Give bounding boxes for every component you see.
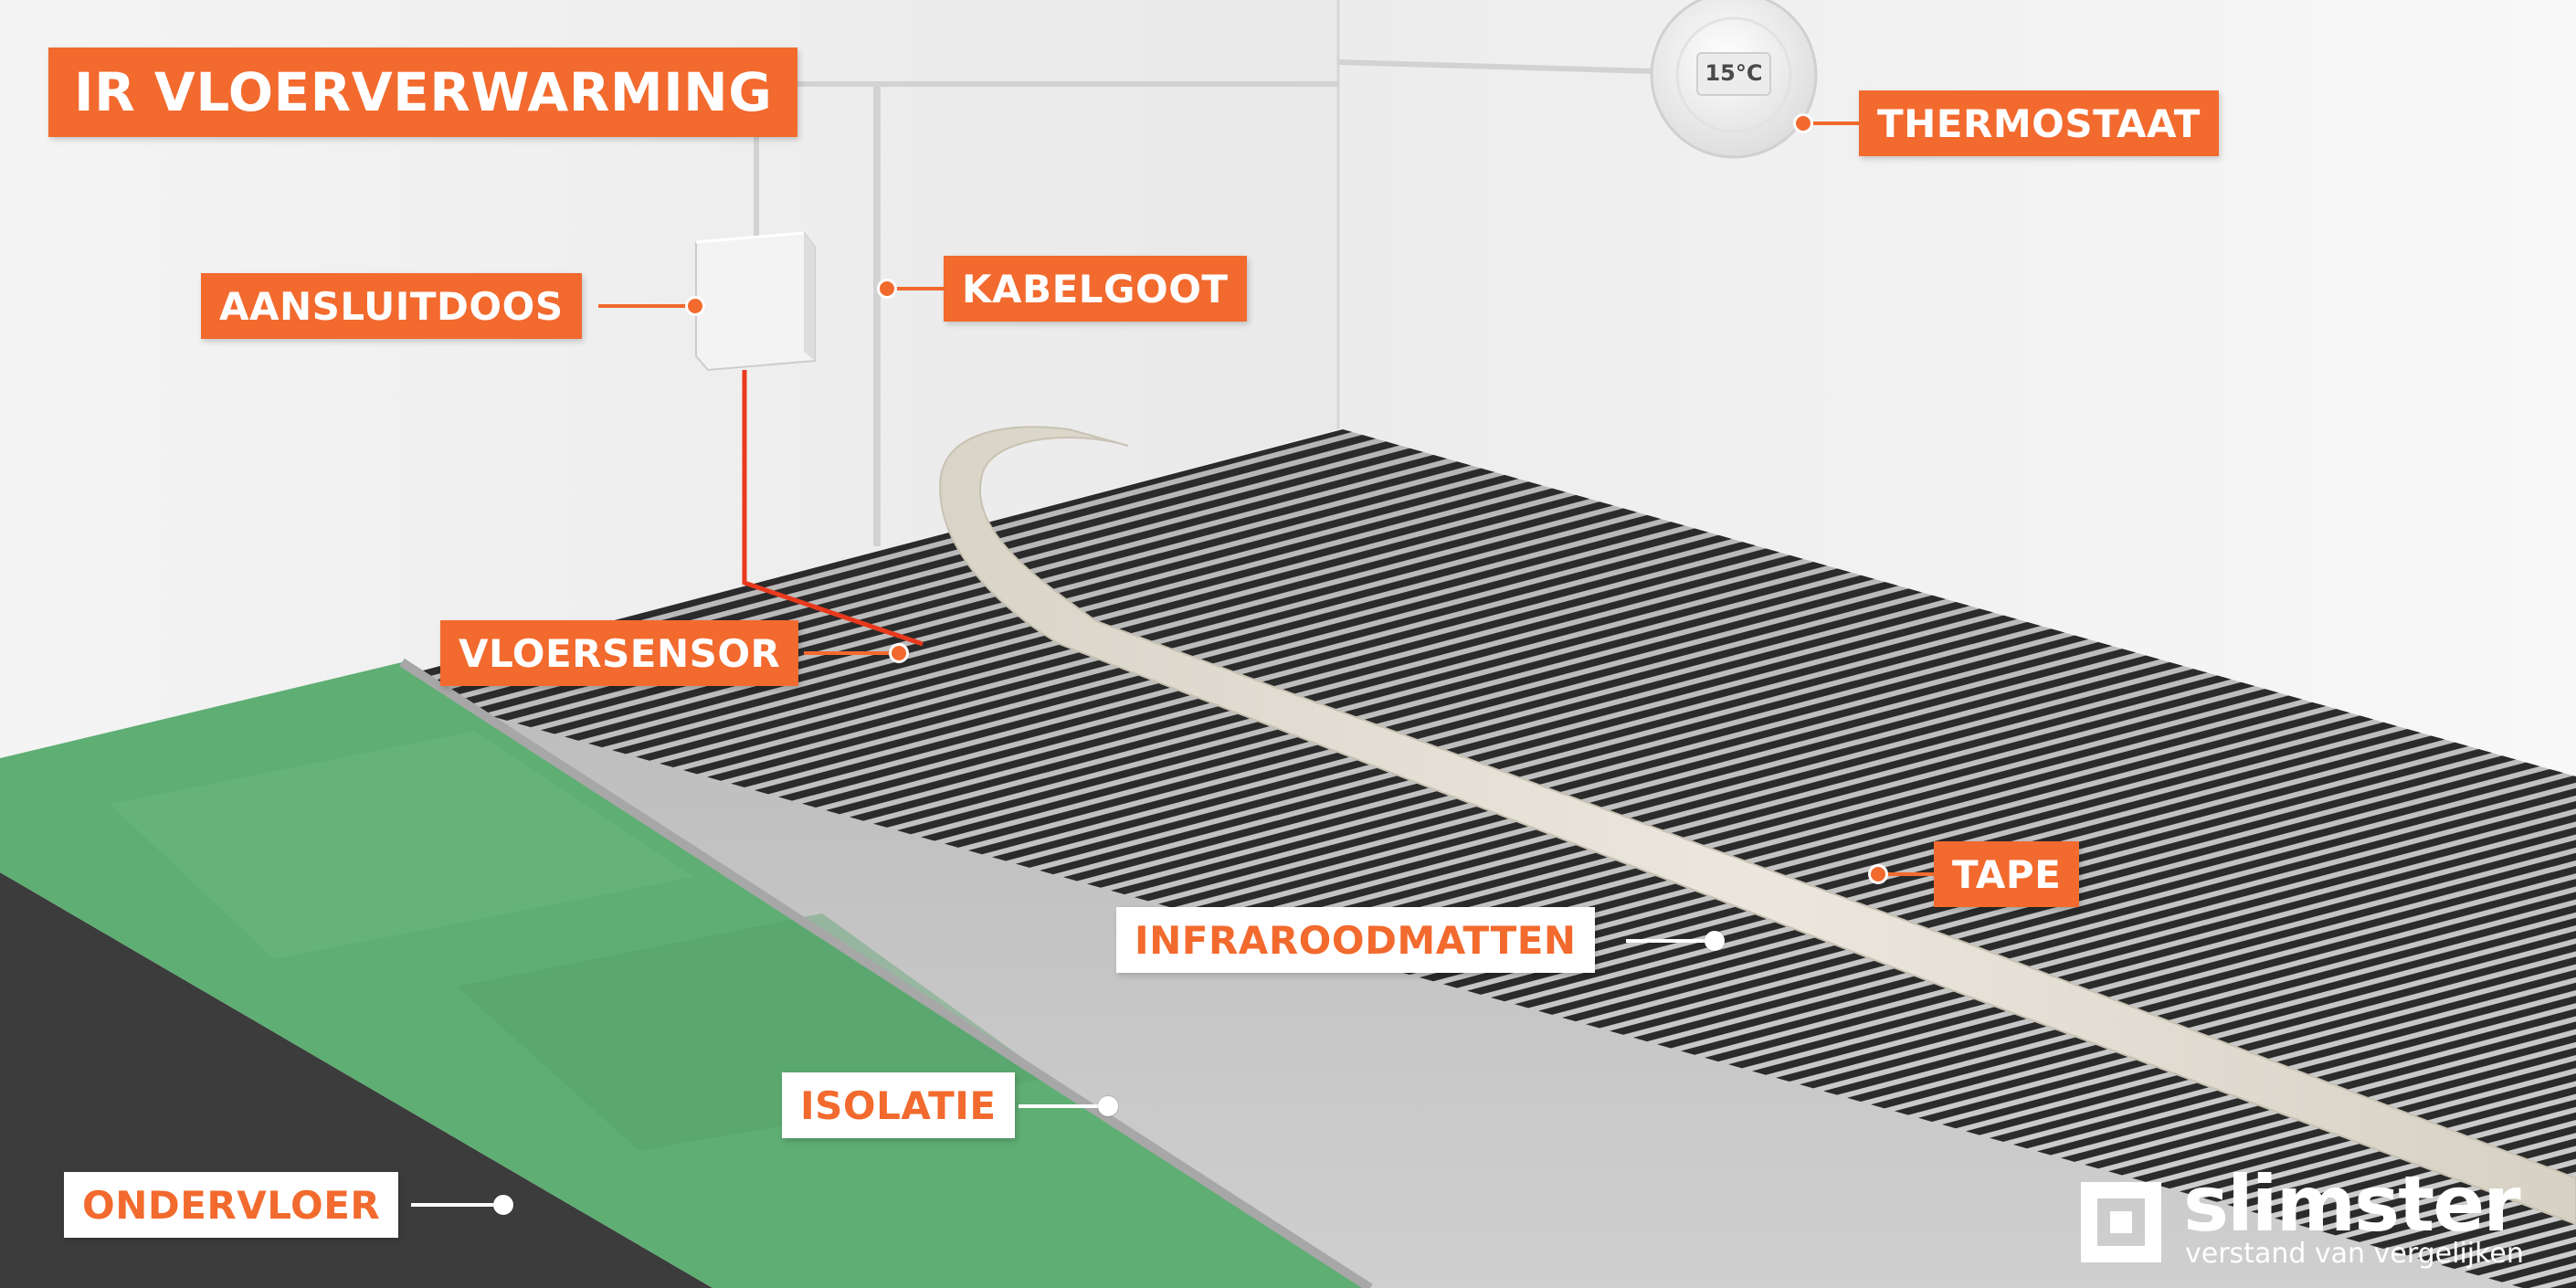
mat-stripe [1610,429,2576,1035]
mat-stripe [1491,429,2576,1002]
thermostat-display: 15°C [1705,60,1763,86]
insulation-dot [1098,1096,1118,1116]
mat-stripe [470,429,2576,714]
thermostat-label: THERMOSTAAT [1859,90,2219,156]
mat-stripe [1918,489,2576,1122]
cable-duct-dot [877,279,897,299]
mat-stripe [1657,429,2576,1049]
mat-stripe [1942,495,2576,1129]
wall-cable [1337,59,1654,74]
mat-stripe [1633,429,2576,1042]
subfloor-dot [493,1195,513,1215]
insulation-label: ISOLATIE [782,1072,1015,1138]
mat-stripe [541,429,2576,734]
mat-stripe [1586,429,2576,1029]
insulation-leader-line [1019,1104,1110,1108]
mat-stripe [1823,462,2576,1095]
brand-tagline: verstand van vergelijken [2185,1238,2524,1270]
thermostat-leader-line [1804,121,1861,125]
mat-stripe [1467,429,2576,995]
mat-stripe [1443,429,2576,988]
junction-box-dot [685,296,705,316]
junction-box [695,231,816,372]
mat-stripe [1515,429,2576,1008]
mat-stripe [1728,435,2576,1069]
mat-stripe [1420,429,2576,982]
subfloor-label: ONDERVLOER [64,1172,399,1238]
mat-stripe [1752,442,2576,1075]
sensor-cable [742,370,924,647]
floor-sensor-label: VLOERSENSOR [440,620,799,686]
cable-duct-leader-line [886,287,945,290]
insulation-layer [0,662,1370,1288]
thermostat-dot [1793,113,1813,133]
mat-stripe [1966,502,2576,1135]
insulation-edge [399,658,1373,1288]
tape-roll [939,426,2576,1226]
mat-stripe [1847,469,2576,1103]
mat-stripe [1562,429,2576,1022]
mat-stripe [422,429,2576,701]
title-label: IR VLOERVERWARMING [48,48,798,137]
tape-leader-line [1882,872,1937,876]
mat-stripe [1396,429,2576,975]
infrared-mats-label: INFRAROODMATTEN [1116,907,1595,973]
mat-stripe [446,429,2576,708]
mat-stripe [1776,449,2576,1082]
floor-sensor-dot [889,643,909,663]
tape-label: TAPE [1934,841,2080,907]
mat-stripe [1800,455,2576,1089]
infrared-mats-dot [1705,931,1725,951]
junction-box-leader-line [598,304,699,308]
mat-stripe [565,429,2576,741]
right-wall [1338,0,2576,776]
subfloor-leader-line [411,1203,502,1207]
left-wall [0,0,1338,758]
tape-dot [1868,864,1888,884]
mat-stripe [1895,482,2576,1115]
cable-duct-label: KABELGOOT [944,256,1247,322]
mat-stripe [1871,475,2576,1109]
thermostat [1650,0,1818,159]
junction-box-label: AANSLUITDOOS [201,273,582,339]
brand-name: slimster [2183,1159,2521,1249]
floor-sensor-leader-line [804,651,895,655]
mat-stripe [517,429,2576,728]
infrared-mats-leader-line [1626,939,1717,943]
mat-stripe [493,429,2576,721]
insulation-texture [110,731,694,959]
mat-stripe [1538,429,2576,1015]
slimster-logo[interactable]: slimster verstand van vergelijken [2074,1166,2567,1281]
slimster-logo-mark-icon [2081,1182,2161,1262]
mat-stripe [1681,429,2576,1055]
mat-stripe [1705,429,2576,1062]
